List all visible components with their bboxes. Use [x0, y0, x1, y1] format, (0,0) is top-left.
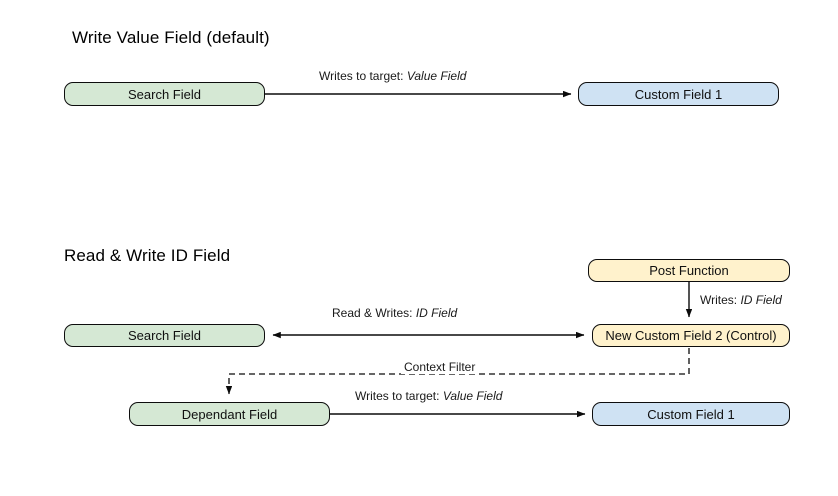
edge-label-prefix: Writes: [700, 293, 741, 307]
edge-label-emphasis: ID Field [415, 306, 458, 320]
edge-label-writes-id-field: Writes: ID Field [697, 293, 785, 308]
node-custom-field-1-top[interactable]: Custom Field 1 [578, 82, 779, 106]
section-title-read-write-id-field: Read & Write ID Field [64, 246, 231, 265]
node-new-custom-field-2[interactable]: New Custom Field 2 (Control) [592, 324, 790, 347]
edge-label-emphasis: ID Field [740, 293, 782, 307]
edge-label-prefix: Read & Writes: [332, 306, 416, 320]
edge-label-writes-to-target-value-field-top: Writes to target: Value Field [316, 69, 470, 84]
node-dependant-field[interactable]: Dependant Field [129, 402, 330, 426]
edge-label-emphasis: Value Field [442, 389, 503, 403]
edge-label-writes-to-target-value-field-bottom: Writes to target: Value Field [352, 389, 506, 404]
edge-label-emphasis: Value Field [406, 69, 467, 83]
edge-label-prefix: Writes to target: [355, 389, 443, 403]
section-title-write-value-field: Write Value Field (default) [72, 28, 270, 47]
edge-label-prefix: Writes to target: [319, 69, 407, 83]
node-search-field-2[interactable]: Search Field [64, 324, 265, 347]
node-search-field-1[interactable]: Search Field [64, 82, 265, 106]
node-custom-field-1-bottom[interactable]: Custom Field 1 [592, 402, 790, 426]
edge-label-context-filter: Context Filter [401, 360, 479, 375]
edge-label-read-and-writes-id-field: Read & Writes: ID Field [329, 306, 461, 321]
node-post-function[interactable]: Post Function [588, 259, 790, 282]
